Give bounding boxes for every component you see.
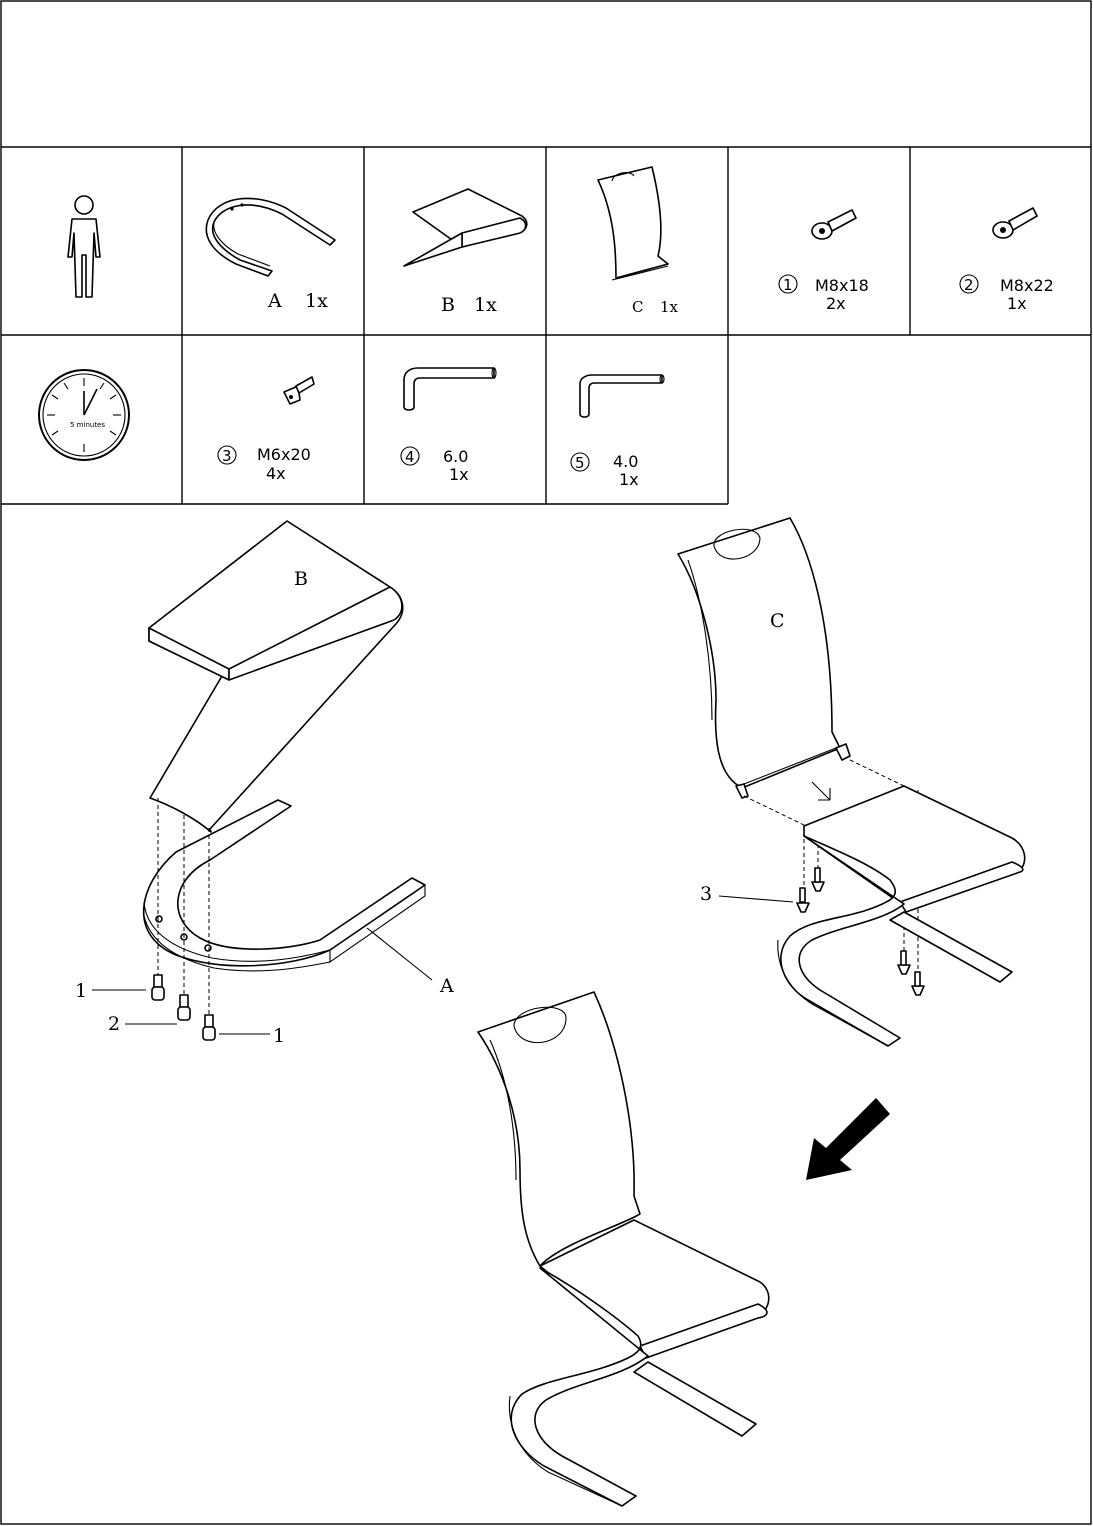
hardware-4-size: 6.0 [443, 447, 468, 466]
step2-callout-3: 3 [700, 883, 712, 905]
hardware-5-size: 4.0 [613, 452, 638, 471]
svg-text:3: 3 [222, 447, 232, 465]
part-c-qty: 1x [660, 298, 679, 316]
hardware-5-number-badge: 5 [570, 452, 590, 472]
step2-direction-arrow-icon [811, 781, 831, 801]
screw-m6x20-icon [283, 376, 315, 405]
person-icon [67, 195, 101, 298]
step2-chair-assembly-drawing [777, 785, 1026, 1047]
hardware-2-number-badge: 2 [959, 274, 979, 294]
part-b-thumbnail [403, 188, 528, 267]
step3-finished-chair-drawing [477, 991, 770, 1507]
step1-dashed-guides [157, 798, 210, 1015]
hardware-1-qty: 2x [826, 294, 846, 313]
step1-base-a-drawing [142, 799, 426, 972]
part-c-letter: C [632, 298, 643, 316]
step1-callout-right-1: 1 [273, 1025, 285, 1047]
next-step-arrow-icon [806, 1098, 890, 1180]
hardware-4-number-badge: 4 [400, 446, 420, 466]
step2-screw-3-right-icon [897, 950, 911, 975]
step1-callout-left-2: 2 [108, 1013, 120, 1035]
hardware-5-qty: 1x [619, 470, 639, 489]
part-b-qty: 1x [474, 294, 497, 316]
svg-text:1: 1 [783, 276, 793, 294]
step1-bolt-2-icon [177, 994, 191, 1021]
bolt-m8x18-icon [811, 209, 857, 240]
hardware-3-number-badge: 3 [217, 445, 237, 465]
part-a-qty: 1x [305, 290, 328, 312]
part-a-thumbnail [205, 197, 336, 277]
hardware-2-size: M8x22 [1000, 276, 1054, 295]
step2-backrest-c-drawing [677, 517, 851, 799]
svg-text:5: 5 [575, 454, 585, 472]
step1-label-b: B [294, 568, 308, 590]
step2-label-c: C [770, 610, 785, 632]
step1-bolt-1-right-icon [202, 1014, 216, 1041]
part-a-letter: A [267, 290, 282, 312]
svg-text:4: 4 [405, 448, 415, 466]
hardware-1-number-badge: 1 [778, 274, 798, 294]
step2-screw-3-back-left-icon [811, 867, 825, 892]
step1-seat-b-drawing [148, 520, 404, 833]
hardware-3-size: M6x20 [257, 445, 311, 464]
clock-icon [38, 369, 130, 461]
allen-key-4-icon [579, 374, 665, 418]
bolt-m8x22-icon [992, 207, 1038, 239]
hardware-2-qty: 1x [1007, 294, 1027, 313]
part-b-letter: B [441, 294, 455, 316]
hardware-4-qty: 1x [449, 465, 469, 484]
clock-label: 5 minutes [70, 421, 105, 429]
hardware-3-qty: 4x [266, 464, 286, 483]
part-c-thumbnail [597, 166, 669, 281]
hardware-1-size: M8x18 [815, 276, 869, 295]
step1-callout-left-1: 1 [75, 980, 87, 1002]
step1-bolt-1-left-icon [151, 974, 165, 1001]
svg-text:2: 2 [964, 276, 974, 294]
step2-screw-3-left-icon [796, 887, 810, 913]
allen-key-6-icon [403, 367, 497, 411]
step1-label-a: A [439, 975, 454, 997]
step2-screw-3-far-right-icon [911, 971, 925, 996]
